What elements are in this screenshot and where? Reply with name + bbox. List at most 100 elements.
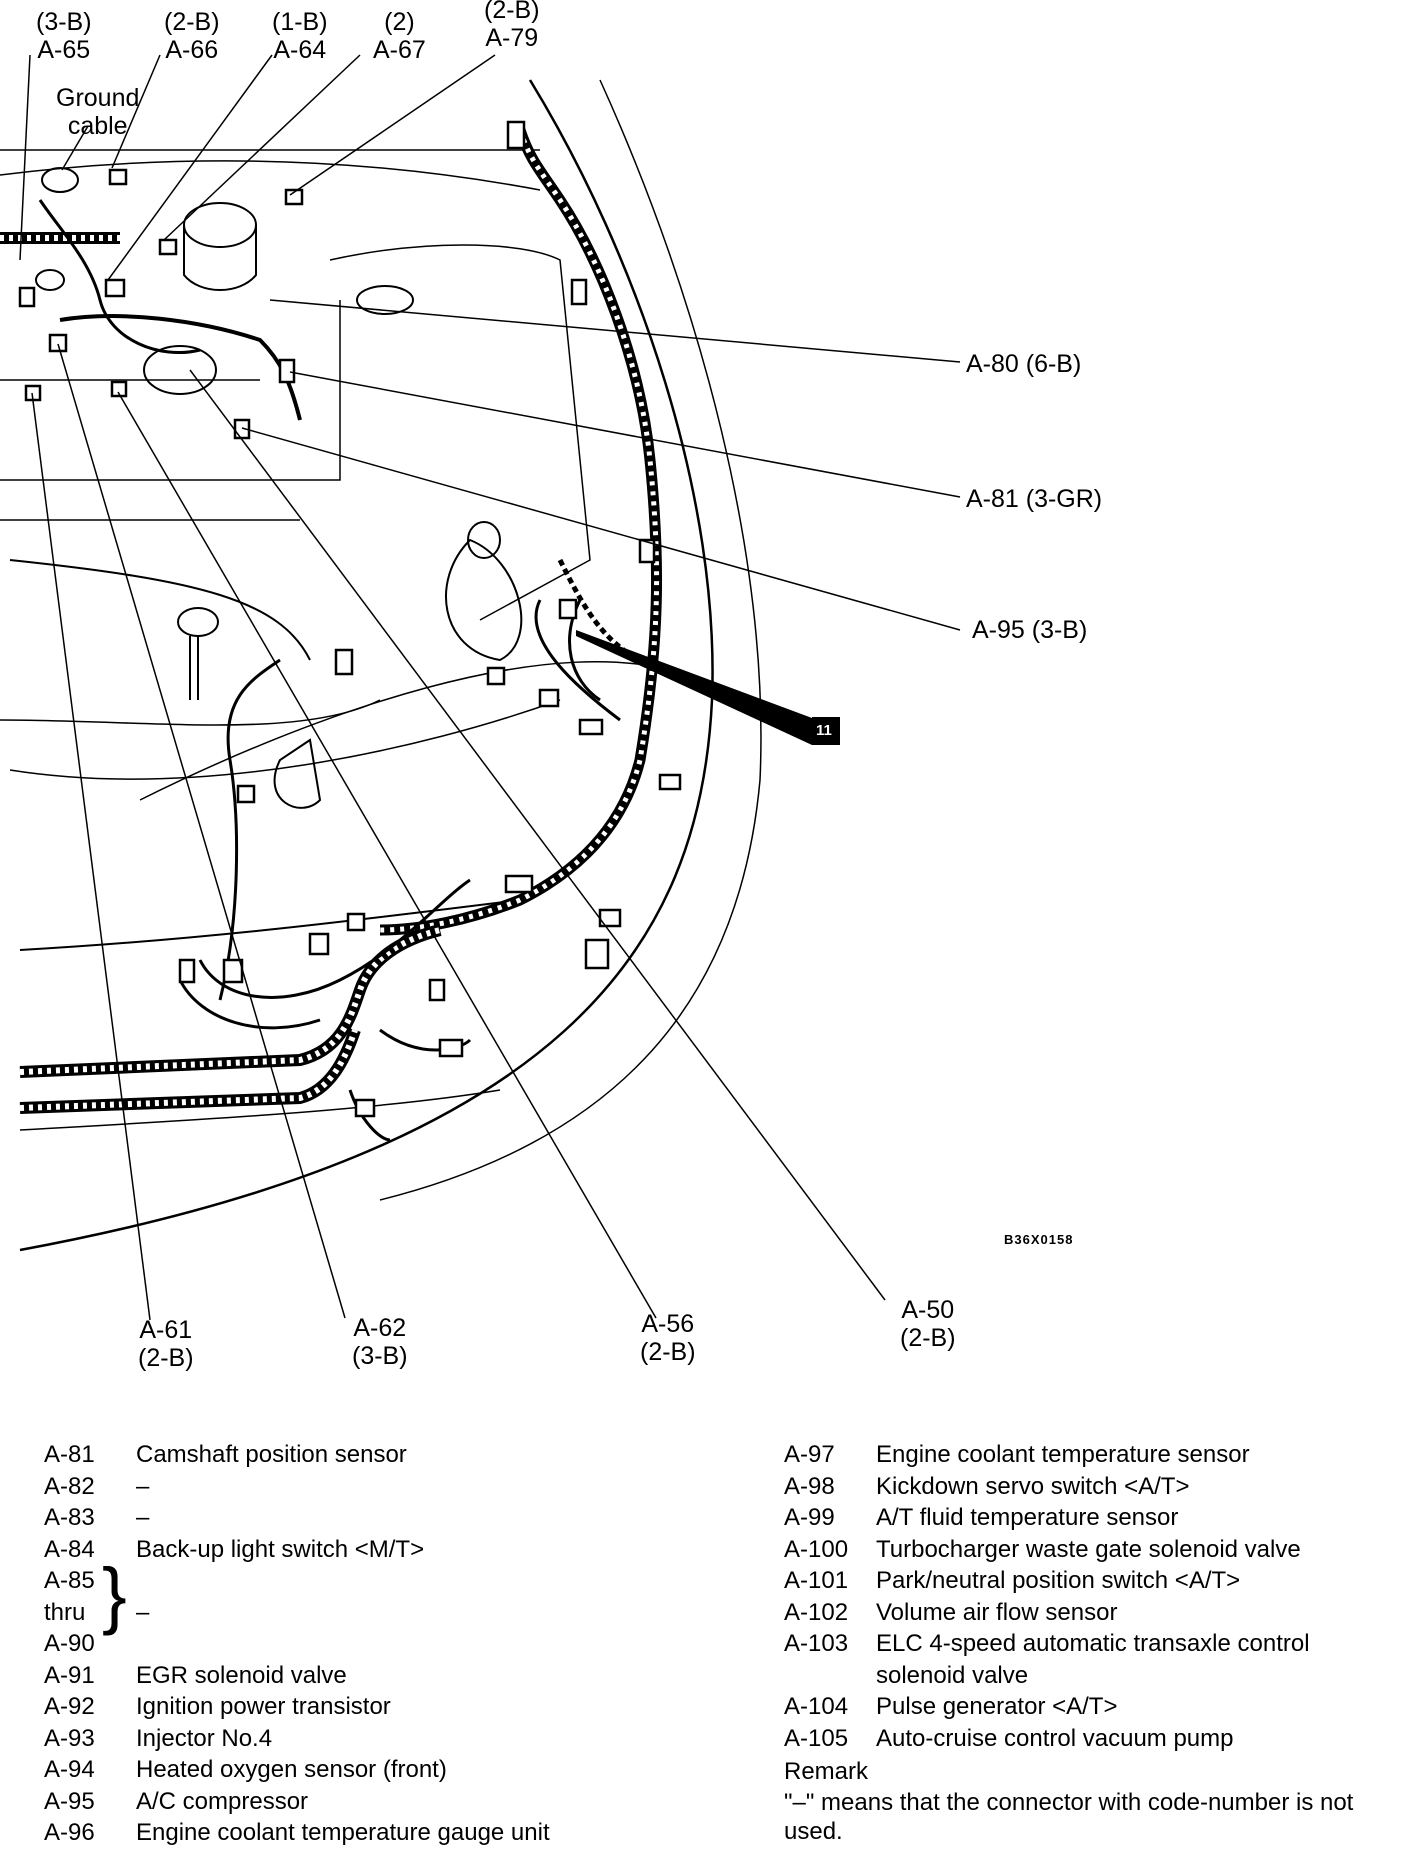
callout-spec: (2-B) xyxy=(900,1324,956,1352)
legend-desc: Injector No.4 xyxy=(136,1724,273,1752)
legend-code: A-105 xyxy=(784,1724,849,1752)
legend-code: A-104 xyxy=(784,1693,849,1720)
callout-code: A-79 xyxy=(485,24,539,52)
legend-desc: Engine coolant temperature sensor xyxy=(876,1441,1250,1468)
legend-row: A-100 Turbocharger waste gate solenoid va… xyxy=(784,1534,1404,1566)
legend-code: A-90 xyxy=(44,1630,95,1657)
callout-a-81: A-81 (3-GR) xyxy=(966,485,1103,513)
legend-desc: Park/neutral position switch <A/T> xyxy=(876,1567,1241,1594)
legend-row: A-102 Volume air flow sensor xyxy=(784,1597,1404,1629)
legend-code: A-91 xyxy=(44,1661,95,1689)
legend-row: A-84 Back-up light switch <M/T> xyxy=(44,1534,550,1566)
callout-code: A-66 xyxy=(165,36,219,64)
legend-desc: Camshaft position sensor xyxy=(136,1441,407,1468)
legend-desc: – xyxy=(136,1472,150,1500)
callout-a-62: A-62 (3-B) xyxy=(352,1314,408,1370)
callout-a-95: A-95 (3-B) xyxy=(972,616,1088,644)
legend-code: A-96 xyxy=(44,1819,95,1846)
legend-row: A-83– xyxy=(44,1502,550,1534)
legend-code: A-84 xyxy=(44,1535,95,1563)
legend-code: A-103 xyxy=(784,1630,849,1657)
legend-row: A-96 Engine coolant temperature gauge uni… xyxy=(44,1817,550,1849)
legend-code: A-81 xyxy=(44,1441,95,1468)
legend-row: A-82 – xyxy=(44,1471,550,1503)
legend-desc: Turbocharger waste gate solenoid valve xyxy=(876,1535,1301,1563)
remark-title: Remark xyxy=(784,1758,869,1785)
callout-a-65: (3-B) A-65 xyxy=(36,8,92,64)
components xyxy=(35,167,523,809)
legend-code: A-98 xyxy=(784,1472,835,1500)
legend-desc: Pulse generator <A/T> xyxy=(876,1693,1118,1720)
legend-code: A-102 xyxy=(784,1598,849,1626)
legend-code xyxy=(784,1660,876,1692)
callout-a-80: A-80 (6-B) xyxy=(966,350,1082,378)
legend-row: A-91 EGR solenoid valve xyxy=(44,1660,550,1692)
legend-desc: A/T fluid temperature sensor xyxy=(876,1504,1179,1531)
legend-row: thru– xyxy=(44,1597,550,1629)
ground-label-line-1: Ground xyxy=(56,84,140,112)
callout-a-67: (2) A-67 xyxy=(373,8,426,64)
ground-label-line-2: cable xyxy=(67,112,128,140)
view-pointer xyxy=(576,630,812,745)
callout-spec: (2-B) xyxy=(138,1344,194,1372)
legend-code: A-82 xyxy=(44,1472,95,1500)
callout-a-56: A-56 (2-B) xyxy=(640,1310,696,1366)
image-reference-code: B36X0158 xyxy=(1004,1232,1074,1247)
remark-text: "–" means that the connector with code-n… xyxy=(784,1788,1354,1845)
callout-spec: (2-B) xyxy=(640,1338,696,1366)
callout-spec: (2-B) xyxy=(164,8,220,36)
legend-desc: solenoid valve xyxy=(876,1661,1029,1689)
legend-code: A-97 xyxy=(784,1441,835,1468)
legend-row: A-103 ELC 4-speed automatic transaxle con… xyxy=(784,1628,1404,1660)
legend-desc: Engine coolant temperature gauge unit xyxy=(136,1819,550,1846)
legend-desc: Ignition power transistor xyxy=(136,1693,391,1720)
callout-spec: (3-B) xyxy=(352,1342,408,1370)
legend-desc: Kickdown servo switch <A/T> xyxy=(876,1472,1190,1500)
legend-code: A-93 xyxy=(44,1724,95,1752)
callout-spec: (1-B) xyxy=(272,8,328,36)
callout-code: A-62 xyxy=(353,1314,407,1342)
wire-harness xyxy=(0,128,663,1142)
legend-desc: EGR solenoid valve xyxy=(136,1661,347,1689)
legend-row: A-101 Park/neutral position switch <A/T> xyxy=(784,1565,1404,1597)
legend-left: A-81 Camshaft position sensor A-82 – A-83–… xyxy=(44,1439,550,1849)
legend-row: A-104 Pulse generator <A/T> xyxy=(784,1691,1404,1723)
legend-code: A-85 xyxy=(44,1567,95,1594)
callout-code: A-61 xyxy=(139,1316,193,1344)
legend-desc: ELC 4-speed automatic transaxle control xyxy=(876,1630,1310,1657)
legend-right: A-97 Engine coolant temperature sensor A-… xyxy=(784,1439,1404,1846)
connectors xyxy=(18,120,682,1118)
range-brace: } xyxy=(102,1553,127,1636)
legend-code: A-101 xyxy=(784,1567,849,1594)
callout-spec: (3-B) xyxy=(36,8,92,36)
legend-row: A-97 Engine coolant temperature sensor xyxy=(784,1439,1404,1471)
legend-desc: Volume air flow sensor xyxy=(876,1598,1118,1626)
legend-code: A-95 xyxy=(44,1787,95,1815)
callout-code: A-65 xyxy=(37,36,91,64)
callout-code: A-56 xyxy=(641,1310,695,1338)
legend-code: A-92 xyxy=(44,1693,95,1720)
callout-a-61: A-61 (2-B) xyxy=(138,1316,194,1372)
legend-row: A-105 Auto-cruise control vacuum pump xyxy=(784,1723,1404,1755)
legend-desc: Auto-cruise control vacuum pump xyxy=(876,1724,1234,1752)
legend-desc: – xyxy=(136,1504,150,1531)
legend-desc: A/C compressor xyxy=(136,1787,309,1815)
legend-desc: Back-up light switch <M/T> xyxy=(136,1535,425,1563)
legend-code: A-100 xyxy=(784,1535,849,1563)
callout-code: A-64 xyxy=(273,36,327,64)
harness-diagram xyxy=(0,54,961,1321)
callout-spec: (2) xyxy=(384,8,415,36)
legend-row: A-81 Camshaft position sensor xyxy=(44,1439,550,1471)
leader-lines xyxy=(19,54,961,1321)
legend-code: A-94 xyxy=(44,1756,95,1783)
callout-a-66: (2-B) A-66 xyxy=(164,8,220,64)
legend-desc: – xyxy=(136,1598,150,1626)
callout-a-64: (1-B) A-64 xyxy=(272,8,328,64)
ground-cable-label: Ground cable xyxy=(56,84,139,140)
legend-row: A-85 xyxy=(44,1565,550,1597)
callout-code: A-50 xyxy=(901,1296,955,1324)
view-marker-box xyxy=(812,717,840,745)
callout-spec: (2-B) xyxy=(484,0,540,24)
